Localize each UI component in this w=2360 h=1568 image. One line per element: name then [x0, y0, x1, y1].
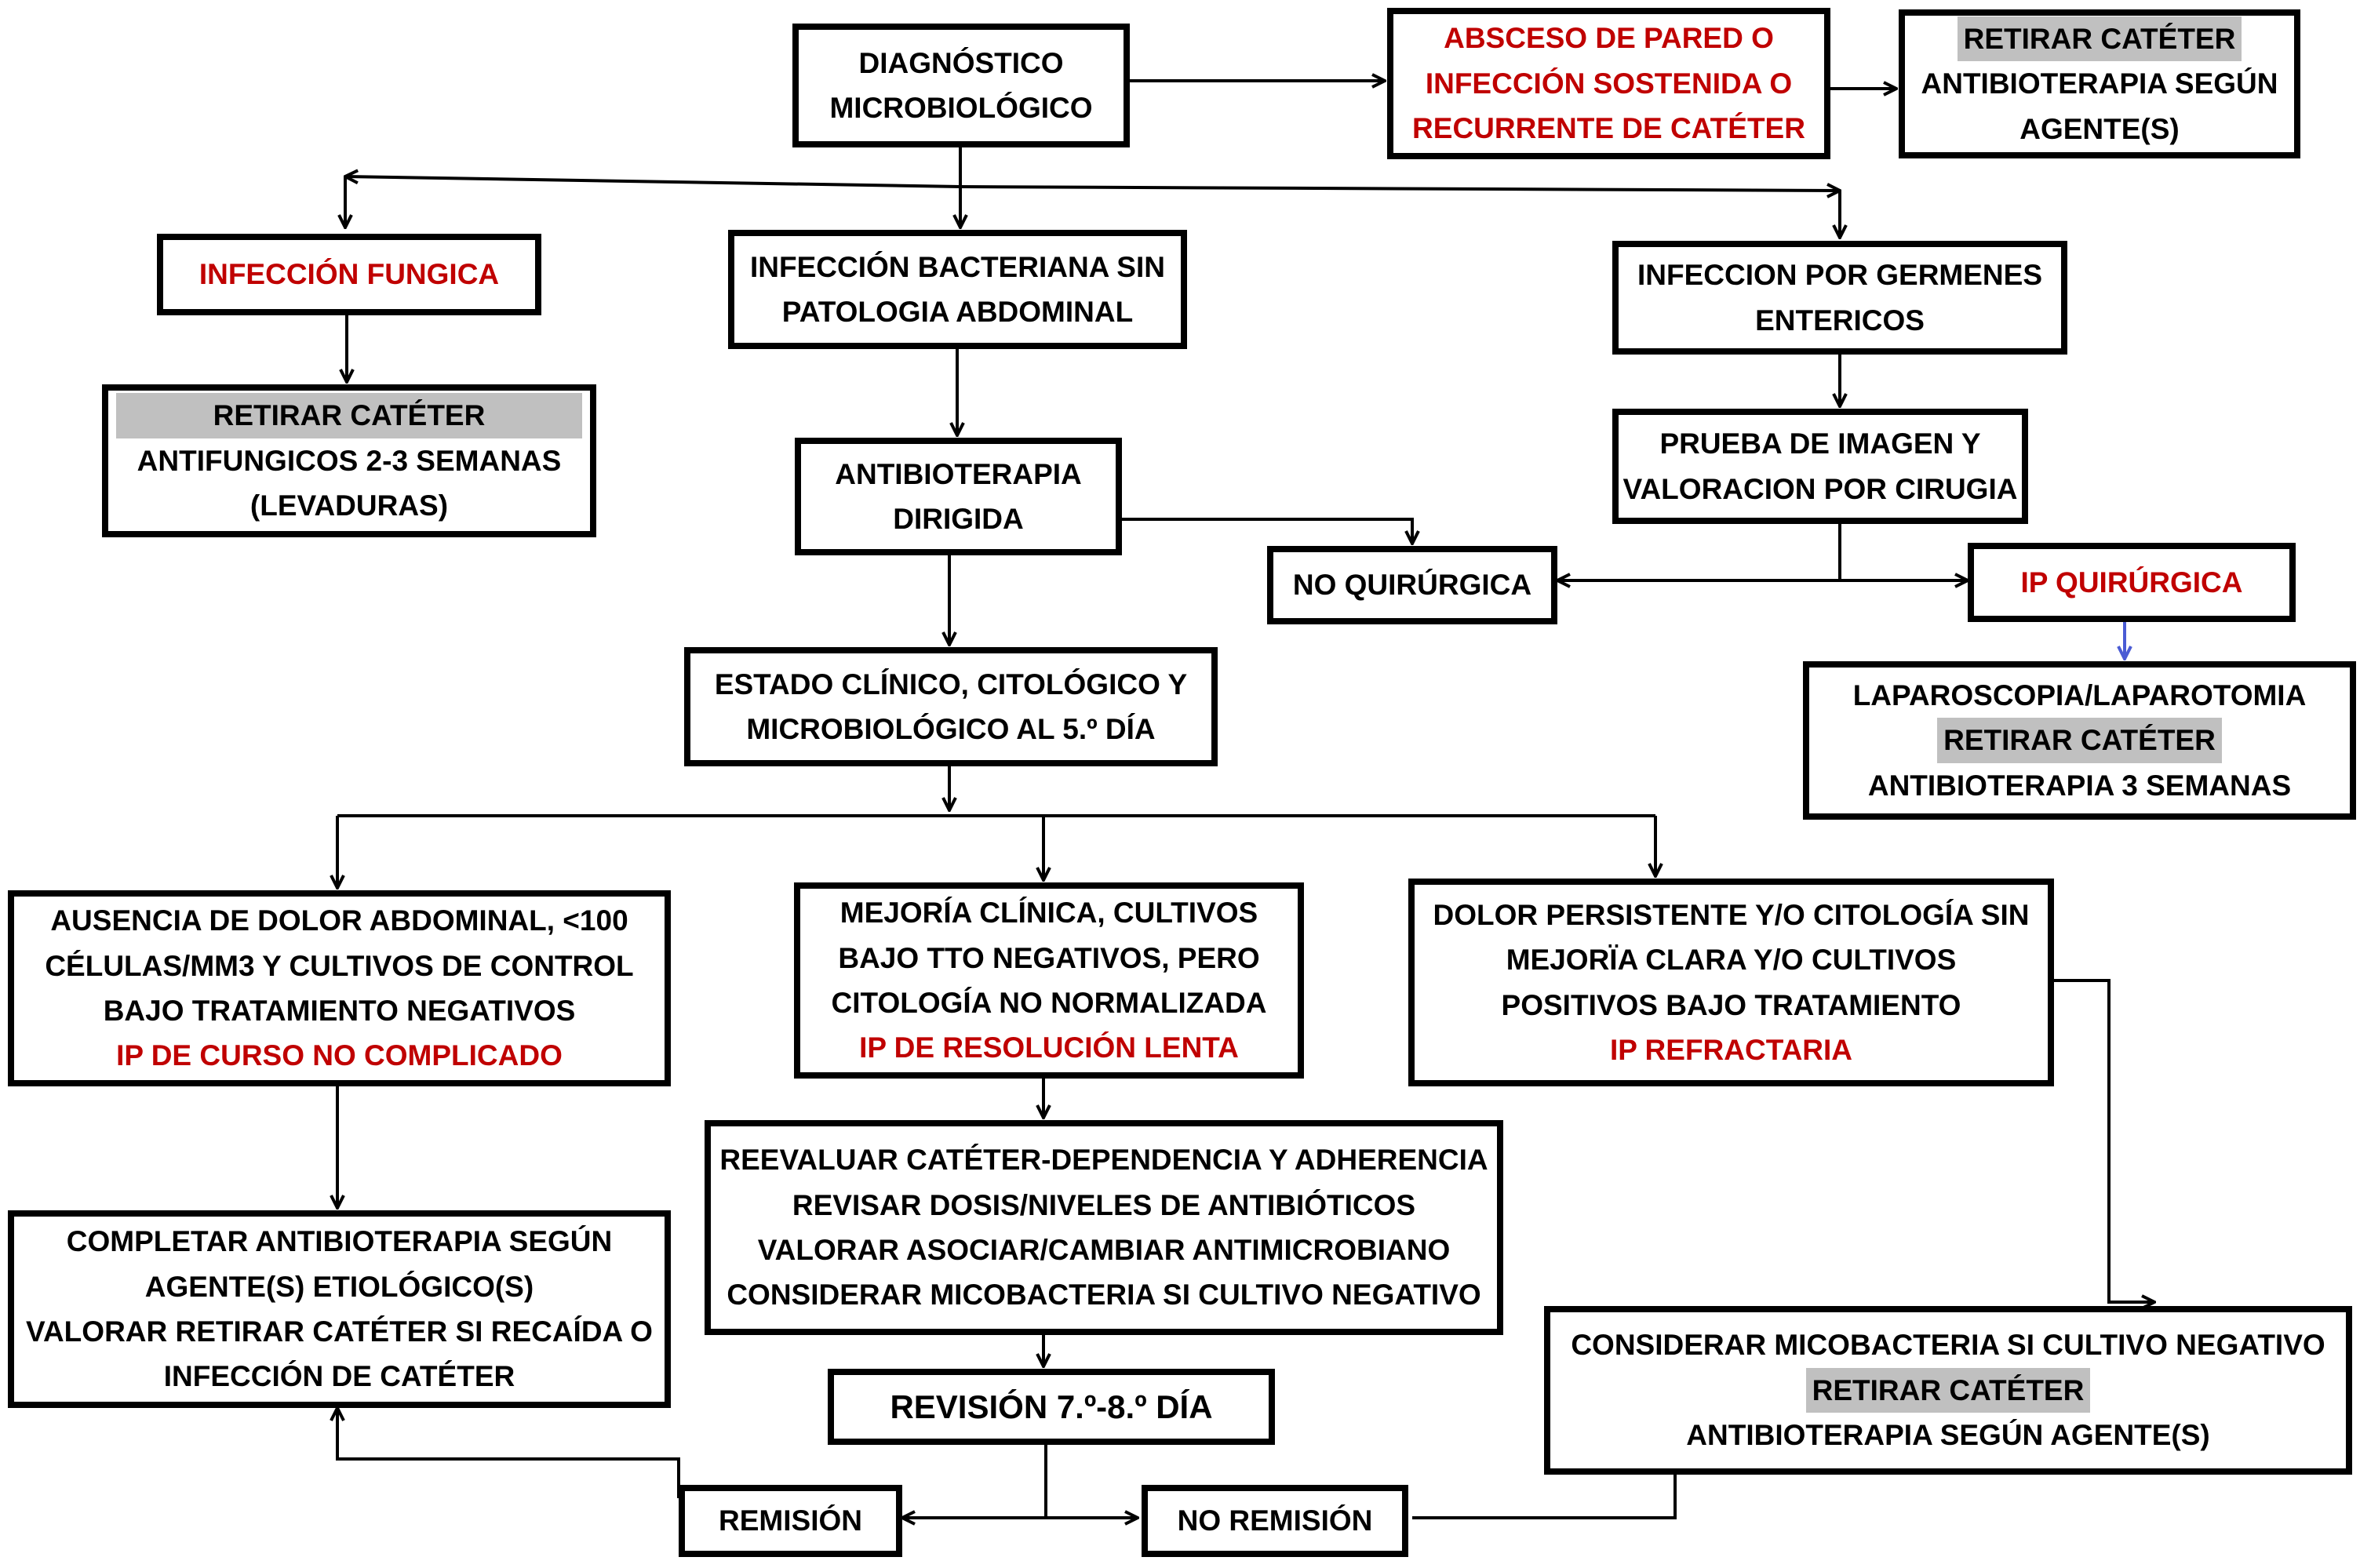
node-imagen: PRUEBA DE IMAGEN Y VALORACION POR CIRUGI…	[1612, 409, 2028, 524]
edge-remision-compl	[337, 1408, 680, 1498]
node-diagnostico: DIAGNÓSTICO MICROBIOLÓGICO	[792, 24, 1130, 147]
edge-dolor-consid	[2054, 979, 2154, 1302]
node-bacteriana: INFECCIÓN BACTERIANA SIN PATOLOGIA ABDOM…	[728, 230, 1187, 349]
edge-noremision-consid	[1412, 1475, 1677, 1519]
node-remision: REMISIÓN	[679, 1485, 902, 1557]
node-considerar: CONSIDERAR MICOBACTERIA SI CULTIVO NEGAT…	[1544, 1306, 2352, 1475]
node-no-quirurgica: NO QUIRÚRGICA	[1267, 546, 1557, 624]
node-completar: COMPLETAR ANTIBIOTERAPIA SEGÚN AGENTE(S)…	[8, 1210, 671, 1408]
node-antibioterapia: ANTIBIOTERAPIA DIRIGIDA	[795, 438, 1122, 555]
node-laparoscopia: LAPAROSCOPIA/LAPAROTOMIA RETIRAR CATÉTER…	[1803, 661, 2356, 820]
node-ip-quirurgica: IP QUIRÚRGICA	[1968, 543, 2296, 622]
node-absceso: ABSCESO DE PARED O INFECCIÓN SOSTENIDA O…	[1387, 8, 1830, 159]
edge-branch-right	[960, 187, 1840, 191]
node-fungica: INFECCIÓN FUNGICA	[157, 234, 541, 315]
node-revision: REVISIÓN 7.º-8.º DÍA	[828, 1369, 1275, 1445]
node-entericos: INFECCION POR GERMENES ENTERICOS	[1612, 241, 2067, 355]
node-reevaluar: REEVALUAR CATÉTER-DEPENDENCIA Y ADHERENC…	[705, 1120, 1503, 1335]
edge-antib-noq	[1122, 518, 1412, 544]
node-retirar-top: RETIRAR CATÉTER ANTIBIOTERAPIA SEGÚN AGE…	[1899, 9, 2300, 158]
node-mejoria: MEJORÍA CLÍNICA, CULTIVOS BAJO TTO NEGAT…	[794, 882, 1304, 1079]
node-no-remision: NO REMISIÓN	[1142, 1485, 1408, 1557]
node-retirar-fungica: RETIRAR CATÉTER ANTIFUNGICOS 2-3 SEMANAS…	[102, 384, 596, 537]
node-estado: ESTADO CLÍNICO, CITOLÓGICO Y MICROBIOLÓG…	[684, 647, 1218, 766]
edge-branch-left	[345, 176, 961, 188]
node-ausencia: AUSENCIA DE DOLOR ABDOMINAL, <100 CÉLULA…	[8, 890, 671, 1086]
node-dolor: DOLOR PERSISTENTE Y/O CITOLOGÍA SIN MEJO…	[1408, 879, 2054, 1086]
